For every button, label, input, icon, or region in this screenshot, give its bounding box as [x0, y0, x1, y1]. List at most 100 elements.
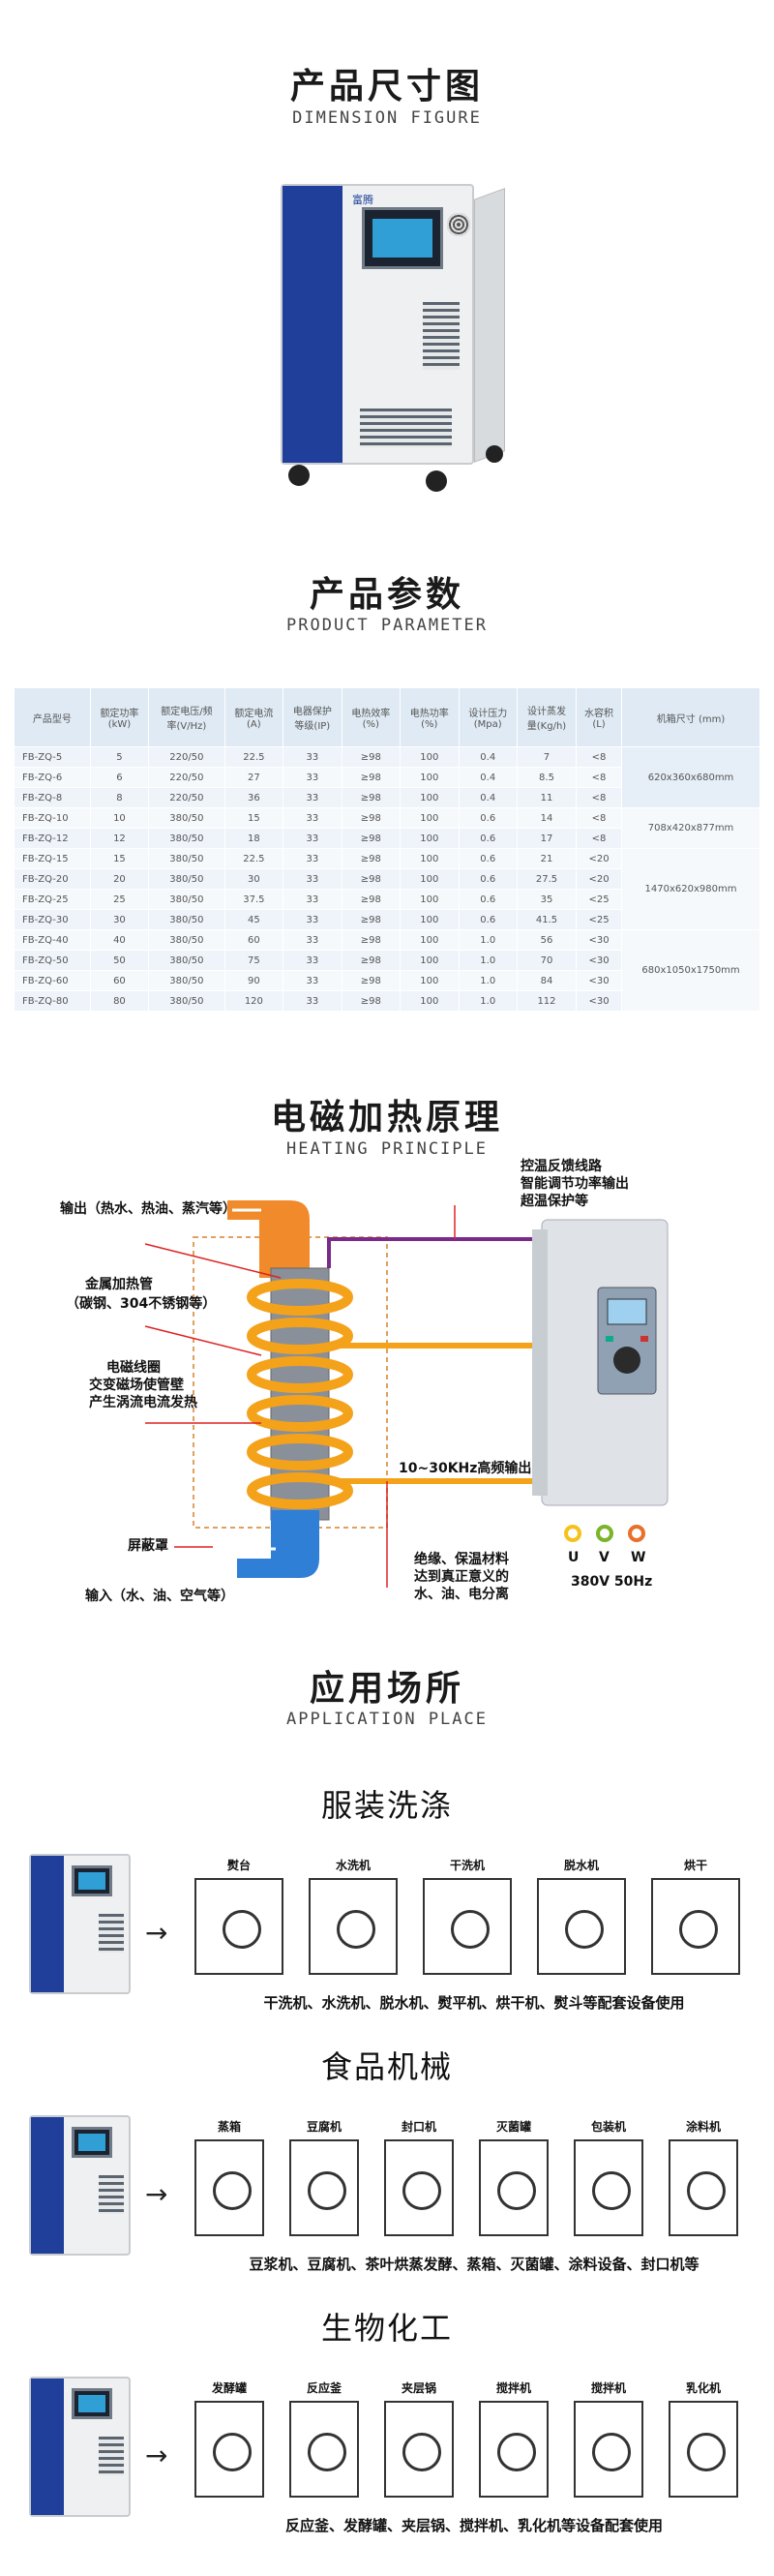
arrow-icon: →	[145, 2440, 168, 2471]
ctrl-label-3: 超温保护等	[521, 1194, 588, 1209]
table-cell: 100	[400, 990, 460, 1012]
machine-thumbnail	[29, 2115, 131, 2256]
parameter-table: 产品型号额定功率 (kW)额定电压/频 率(V/Hz)额定电流 (A)电器保护 …	[14, 687, 760, 1012]
device-illustration	[574, 2401, 643, 2498]
table-cell: 33	[283, 909, 342, 930]
shield-label: 屏蔽罩	[128, 1538, 168, 1554]
table-header-cell: 额定电压/频 率(V/Hz)	[148, 687, 225, 747]
table-cell: ≥98	[341, 929, 402, 951]
table-header-cell: 电热效率 (%)	[341, 687, 402, 747]
parameter-title: 产品参数	[309, 575, 464, 615]
terminals	[564, 1525, 645, 1542]
device-label: 发酵罐	[211, 2381, 247, 2395]
device-illustration	[479, 2401, 549, 2498]
table-cell: 27.5	[516, 868, 578, 890]
table-cell: 100	[400, 929, 460, 951]
scene-caption: 干洗机、水洗机、脱水机、熨平机、烘干机、熨斗等配套设备使用	[263, 1994, 685, 2012]
table-cell: 33	[283, 848, 342, 869]
table-cell: 380/50	[148, 970, 225, 991]
device-label: 水洗机	[335, 1859, 371, 1872]
table-cell: 50	[89, 950, 150, 971]
heating-diagram	[144, 1200, 669, 1588]
device-label: 夹层锅	[401, 2381, 436, 2395]
table-cell: 22.5	[223, 848, 284, 869]
ctrl-label-2: 智能调节功率输出	[521, 1176, 629, 1192]
insulation-label-1: 绝缘、保温材料	[414, 1552, 509, 1567]
table-cell: 33	[283, 787, 342, 808]
table-cell: 33	[283, 767, 342, 788]
table-cell: 1.0	[458, 990, 518, 1012]
coil-label-3: 产生涡流电流发热	[89, 1395, 197, 1410]
table-cell: <20	[575, 848, 623, 869]
table-cell: 7	[516, 746, 578, 768]
table-cell: 80	[89, 990, 150, 1012]
table-cell: <25	[575, 909, 623, 930]
table-cell: 100	[400, 970, 460, 991]
table-cell: 33	[283, 950, 342, 971]
table-cell: ≥98	[341, 950, 402, 971]
table-cell: 36	[223, 787, 284, 808]
table-cell: 35	[516, 889, 578, 910]
terminal-w: W	[631, 1550, 646, 1565]
table-cell: 12	[89, 828, 150, 849]
application-subtitle: APPLICATION PLACE	[286, 1710, 488, 1729]
device-illustration	[309, 1878, 398, 1975]
table-cell: <25	[575, 889, 623, 910]
table-cell: 33	[283, 868, 342, 890]
device-illustration	[537, 1878, 626, 1975]
table-cell: ≥98	[341, 889, 402, 910]
table-cell: ≥98	[341, 990, 402, 1012]
table-cell: <8	[575, 787, 623, 808]
table-cell: 380/50	[148, 990, 225, 1012]
device-label: 封口机	[401, 2120, 436, 2134]
table-cell: 11	[516, 787, 578, 808]
device-illustration	[574, 2139, 643, 2236]
table-cell: <8	[575, 767, 623, 788]
table-cell: FB-ZQ-50	[14, 950, 91, 971]
coil-label-1: 电磁线圈	[106, 1360, 161, 1376]
device-illustration	[669, 2139, 738, 2236]
brand-logo: 富腾	[352, 194, 373, 206]
table-cell: 27	[223, 767, 284, 788]
table-cell: ≥98	[341, 828, 402, 849]
table-cell: FB-ZQ-80	[14, 990, 91, 1012]
table-cell: 380/50	[148, 889, 225, 910]
table-cell: 33	[283, 929, 342, 951]
dimension-subtitle: DIMENSION FIGURE	[292, 108, 482, 128]
terminal-u: U	[568, 1550, 580, 1565]
device-label: 包装机	[590, 2120, 626, 2134]
table-cell: 20	[89, 868, 150, 890]
table-cell: 18	[223, 828, 284, 849]
table-header-cell: 电热功率 (%)	[400, 687, 460, 747]
scene-title: 服装洗涤	[320, 1787, 453, 1824]
table-cell: 22.5	[223, 746, 284, 768]
terminal-v: V	[599, 1550, 610, 1565]
table-cell: 0.6	[458, 868, 518, 890]
table-cell: 100	[400, 807, 460, 829]
scene-title: 食品机械	[320, 2048, 453, 2085]
table-cell: 10	[89, 807, 150, 829]
device-illustration	[194, 2139, 264, 2236]
device-illustration	[384, 2401, 454, 2498]
output-pipe	[227, 1200, 310, 1278]
scene-caption: 反应釜、发酵罐、夹层锅、搅拌机、乳化机等设备配套使用	[284, 2517, 663, 2534]
table-cell: FB-ZQ-20	[14, 868, 91, 890]
table-cell: 112	[516, 990, 578, 1012]
device-illustration	[423, 1878, 512, 1975]
table-cell: 380/50	[148, 909, 225, 930]
controller-unit	[532, 1219, 669, 1506]
ctrl-label-1: 控温反馈线路	[521, 1159, 602, 1174]
table-cell: <8	[575, 746, 623, 768]
device-illustration	[289, 2139, 359, 2236]
insulation-label-2: 达到真正意义的	[414, 1569, 509, 1585]
table-cell: 0.4	[458, 767, 518, 788]
device-illustration	[194, 2401, 264, 2498]
table-cell: FB-ZQ-40	[14, 929, 91, 951]
table-cell: 1.0	[458, 970, 518, 991]
device-label: 熨台	[226, 1859, 251, 1872]
table-cell: <30	[575, 950, 623, 971]
